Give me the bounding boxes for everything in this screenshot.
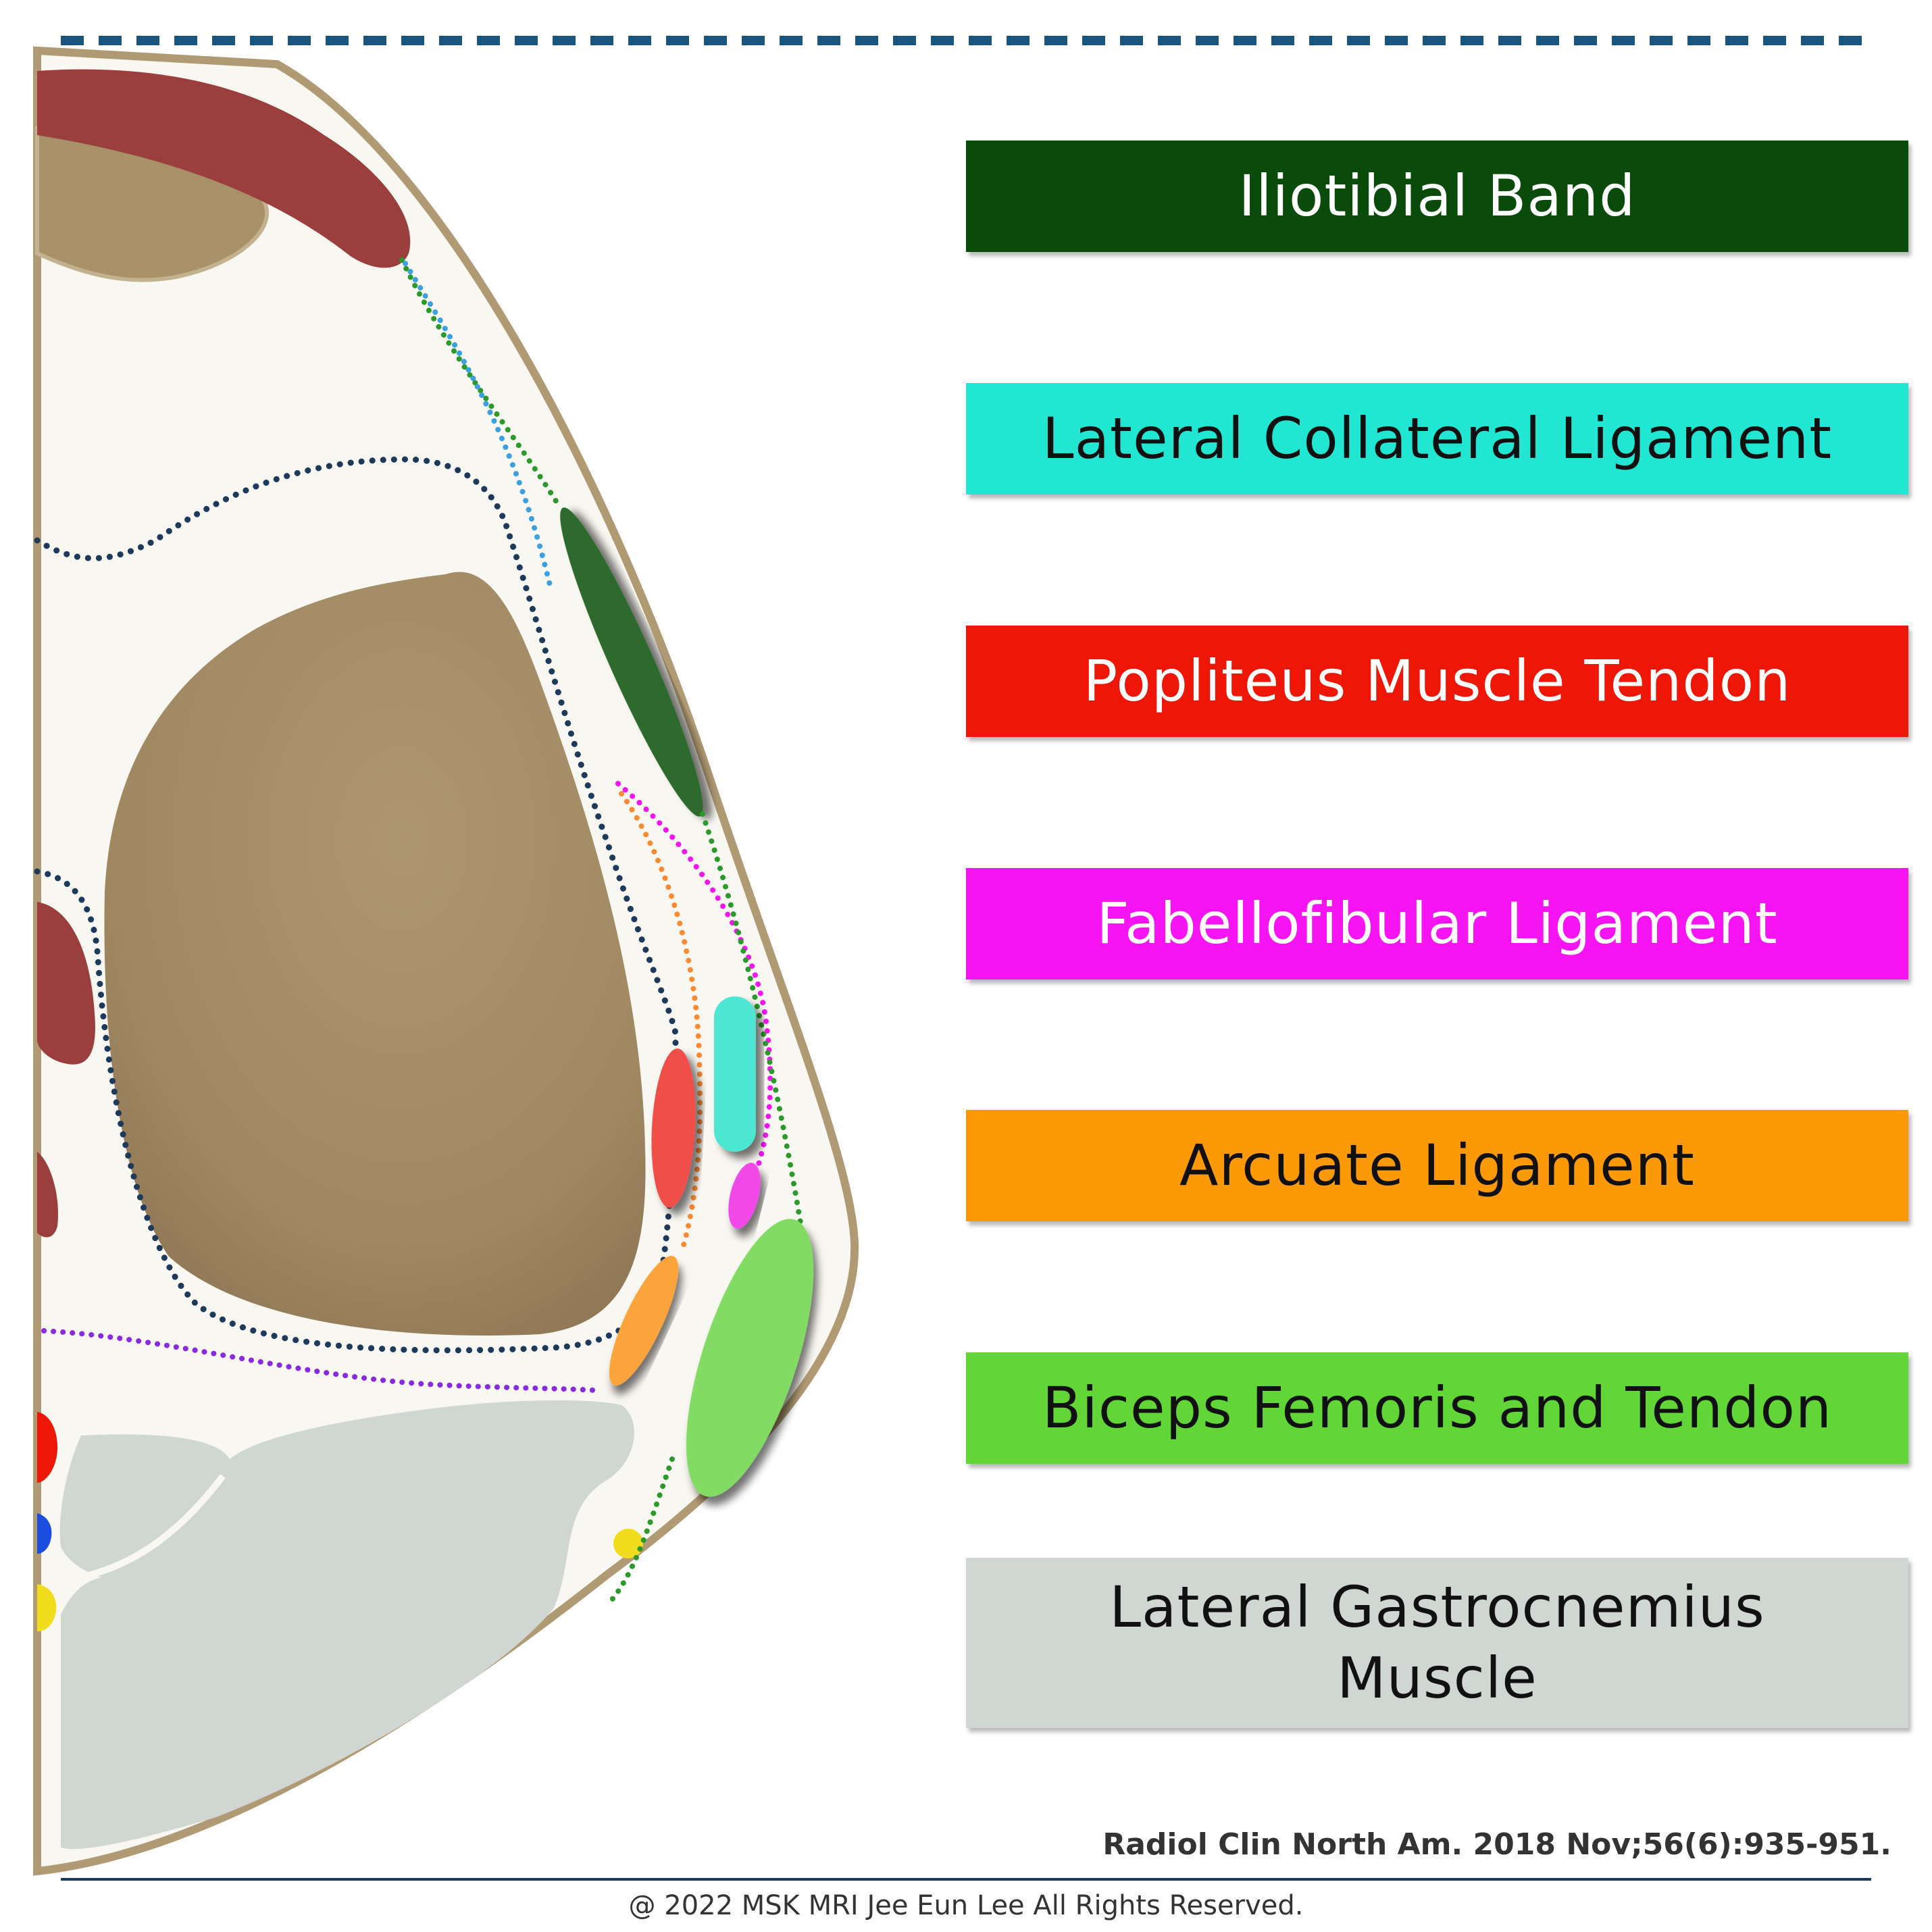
quadriceps-muscle-band [37, 69, 411, 268]
iliotibial-band [560, 507, 703, 817]
popliteal-vein [37, 1513, 52, 1554]
citation: Radiol Clin North Am. 2018 Nov;56(6):935… [1102, 1827, 1891, 1862]
medial-muscle-lower [37, 1152, 58, 1238]
legend-popliteus-muscle-tendon: Popliteus Muscle Tendon [966, 626, 1908, 737]
common-peroneal-nerve [613, 1529, 643, 1558]
lateral-collateral-ligament [714, 996, 756, 1152]
joint-capsule-outline [34, 456, 679, 1354]
fabellofibular-ligament-dotted-line [615, 781, 773, 1192]
legend-lateral-collateral-ligament: Lateral Collateral Ligament [966, 383, 1908, 494]
legend-iliotibial-band: Iliotibial Band [966, 141, 1908, 252]
lateral-collateral-ligament-dotted-line [403, 261, 553, 590]
fabellofibular-ligament [728, 1163, 761, 1229]
legend-lateral-gastrocnemius-muscle: Lateral Gastrocnemius Muscle [966, 1558, 1908, 1728]
arcuate-ligament [609, 1256, 679, 1386]
posterior-capsule-dotted-line [41, 1328, 597, 1393]
lateral-femoral-condyle [104, 571, 646, 1336]
tibial-nerve [37, 1584, 57, 1631]
biceps-femoris-dotted-line [605, 811, 803, 1607]
legend-arcuate-ligament: Arcuate Ligament [966, 1110, 1908, 1221]
lateral-gastrocnemius-muscle [59, 1400, 634, 1850]
arcuate-ligament-dotted-line [619, 791, 703, 1252]
popliteus-muscle-tendon [651, 1048, 696, 1208]
legend-fabellofibular-ligament: Fabellofibular Ligament [966, 868, 1908, 980]
iliotibial-band-dotted-line [399, 257, 560, 506]
popliteal-artery [37, 1412, 57, 1483]
legend-biceps-femoris-and-tendon: Biceps Femoris and Tendon [966, 1352, 1908, 1464]
biceps-femoris-and-tendon [686, 1219, 814, 1497]
gastrocnemius-cleft [80, 1473, 226, 1581]
medial-muscle-upper [37, 902, 95, 1065]
copyright-notice: @ 2022 MSK MRI Jee Eun Lee All Rights Re… [628, 1890, 1304, 1921]
